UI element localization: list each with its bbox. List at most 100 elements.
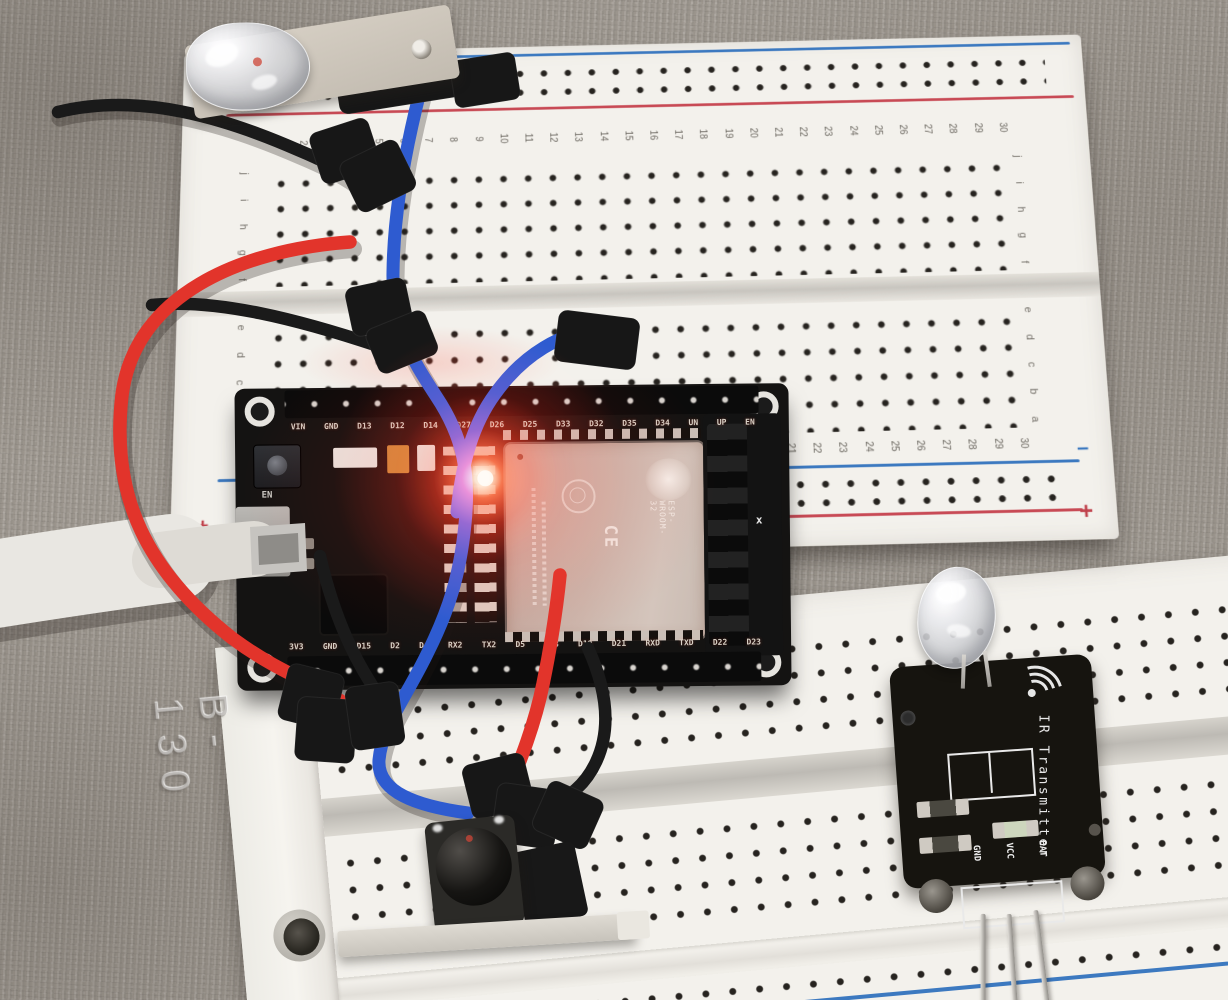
hole-grid-upper [259,149,1007,287]
etched-serial-text [542,502,547,606]
en-button[interactable] [253,444,301,489]
label: a [1027,412,1041,426]
antenna-x-marking: x [756,513,763,526]
smd-capacitor [387,445,409,473]
label: UN [688,418,698,427]
label: D34 [655,418,670,427]
led-highlight [250,72,279,93]
pin-header-silkscreen [960,880,1065,929]
label: D19 [578,639,593,648]
header-pin [1006,914,1019,1000]
label: D27 [456,420,471,429]
led-highlight [202,39,242,72]
silkscreen-divider [988,753,993,793]
breadboard-model-emboss: B-130 [143,693,242,809]
espressif-logo [645,458,691,500]
label: c [232,375,245,389]
rail-plus-symbol-left: + [196,515,209,539]
breadboard-mounting-hole-center [282,917,321,957]
module-title: IR Transmitter [1036,715,1051,860]
led-highlight [935,580,968,605]
pin-labels: GNDVCCDAT [968,843,1050,859]
label: D15 [356,641,371,650]
pcb-strip-tab [617,910,651,940]
en-button-label: EN [262,491,273,501]
label: EN [745,417,755,426]
led-footprint-silkscreen [947,748,1036,802]
solder-glint [432,824,443,833]
label: GND [971,845,982,862]
breadboard-mounting-hole [271,907,327,963]
label: g [235,246,248,259]
row-letters-right-upper: jih gf [1009,150,1030,268]
ir-receiver-body [424,814,525,933]
label: D5 [515,640,525,649]
mounting-hole [410,38,433,61]
module-castellated-pads [503,428,701,440]
label: D33 [556,419,571,428]
label: D23 [746,637,761,646]
label: f [1017,255,1030,268]
header-socket-ribs [707,424,749,646]
ir-transmitter-module: IR Transmitter GNDVCCDAT [884,615,1126,1000]
label: D21 [612,639,627,648]
rail-plus-symbol-right: + [1078,498,1094,526]
mounting-hole-large [1069,865,1105,901]
label: RXD [645,638,660,647]
etched-serial-text [531,488,536,608]
label: g [1015,229,1028,242]
smd-resistor [298,538,314,549]
en-button-cap [267,455,287,475]
label: RX2 [448,641,463,650]
pin1-dot [517,454,523,460]
label: UP [717,418,727,427]
ce-mark: CE [600,525,620,550]
mounting-hole-small [1088,823,1101,836]
label: D4 [419,641,429,650]
mounting-hole [245,396,275,426]
label: h [236,220,249,233]
usb-uart-chip [320,575,387,634]
label: f [234,273,247,286]
label: 30 [997,437,1029,449]
label: D2 [390,641,400,650]
module-name-marking: ESP-WROOM-32 [649,500,676,535]
solder-glint [494,815,505,824]
esp32-devkit-board: VINGNDD13D12D14D27D26D25D33D32D35D34UNUP… [234,383,791,691]
smd-component [417,445,435,471]
esp-wroom-32-module: CE ESP-WROOM-32 [503,440,707,642]
label: d [233,348,246,362]
header-pin [981,914,986,1000]
label: D18 [544,640,559,649]
label: D13 [357,421,372,430]
mounting-hole-large [918,878,954,914]
row-letters-right-lower: edcba [1020,303,1042,425]
label: h [1013,202,1026,215]
pin-labels-bottom: 3V3GNDD15D2D4RX2TX2D5D18D19D21RXDTXDD22D… [289,637,761,651]
label: i [1011,176,1024,189]
label: TXD [679,638,694,647]
label: VIN [291,422,306,431]
ir-waves-icon [1017,654,1093,730]
label: D32 [589,419,604,428]
label: D14 [423,421,438,430]
ir-receiver-assembly [319,794,665,981]
label: 3V3 [289,642,304,651]
label: b [1025,385,1039,399]
label: D22 [713,638,728,647]
label: e [233,321,246,334]
mounting-hole [247,652,277,682]
led-highlight [946,623,972,639]
label: GND [324,422,339,431]
label: d [1022,330,1036,344]
label: c [1024,357,1038,371]
pin-header-top [284,385,758,418]
pin-header-bottom [287,651,761,686]
micro-usb-port [236,506,291,577]
label: VCC [1003,842,1014,859]
module-pcb: IR Transmitter GNDVCCDAT [889,654,1106,890]
smd-component [333,447,377,467]
label: j [1010,150,1023,163]
label: D26 [490,420,505,429]
